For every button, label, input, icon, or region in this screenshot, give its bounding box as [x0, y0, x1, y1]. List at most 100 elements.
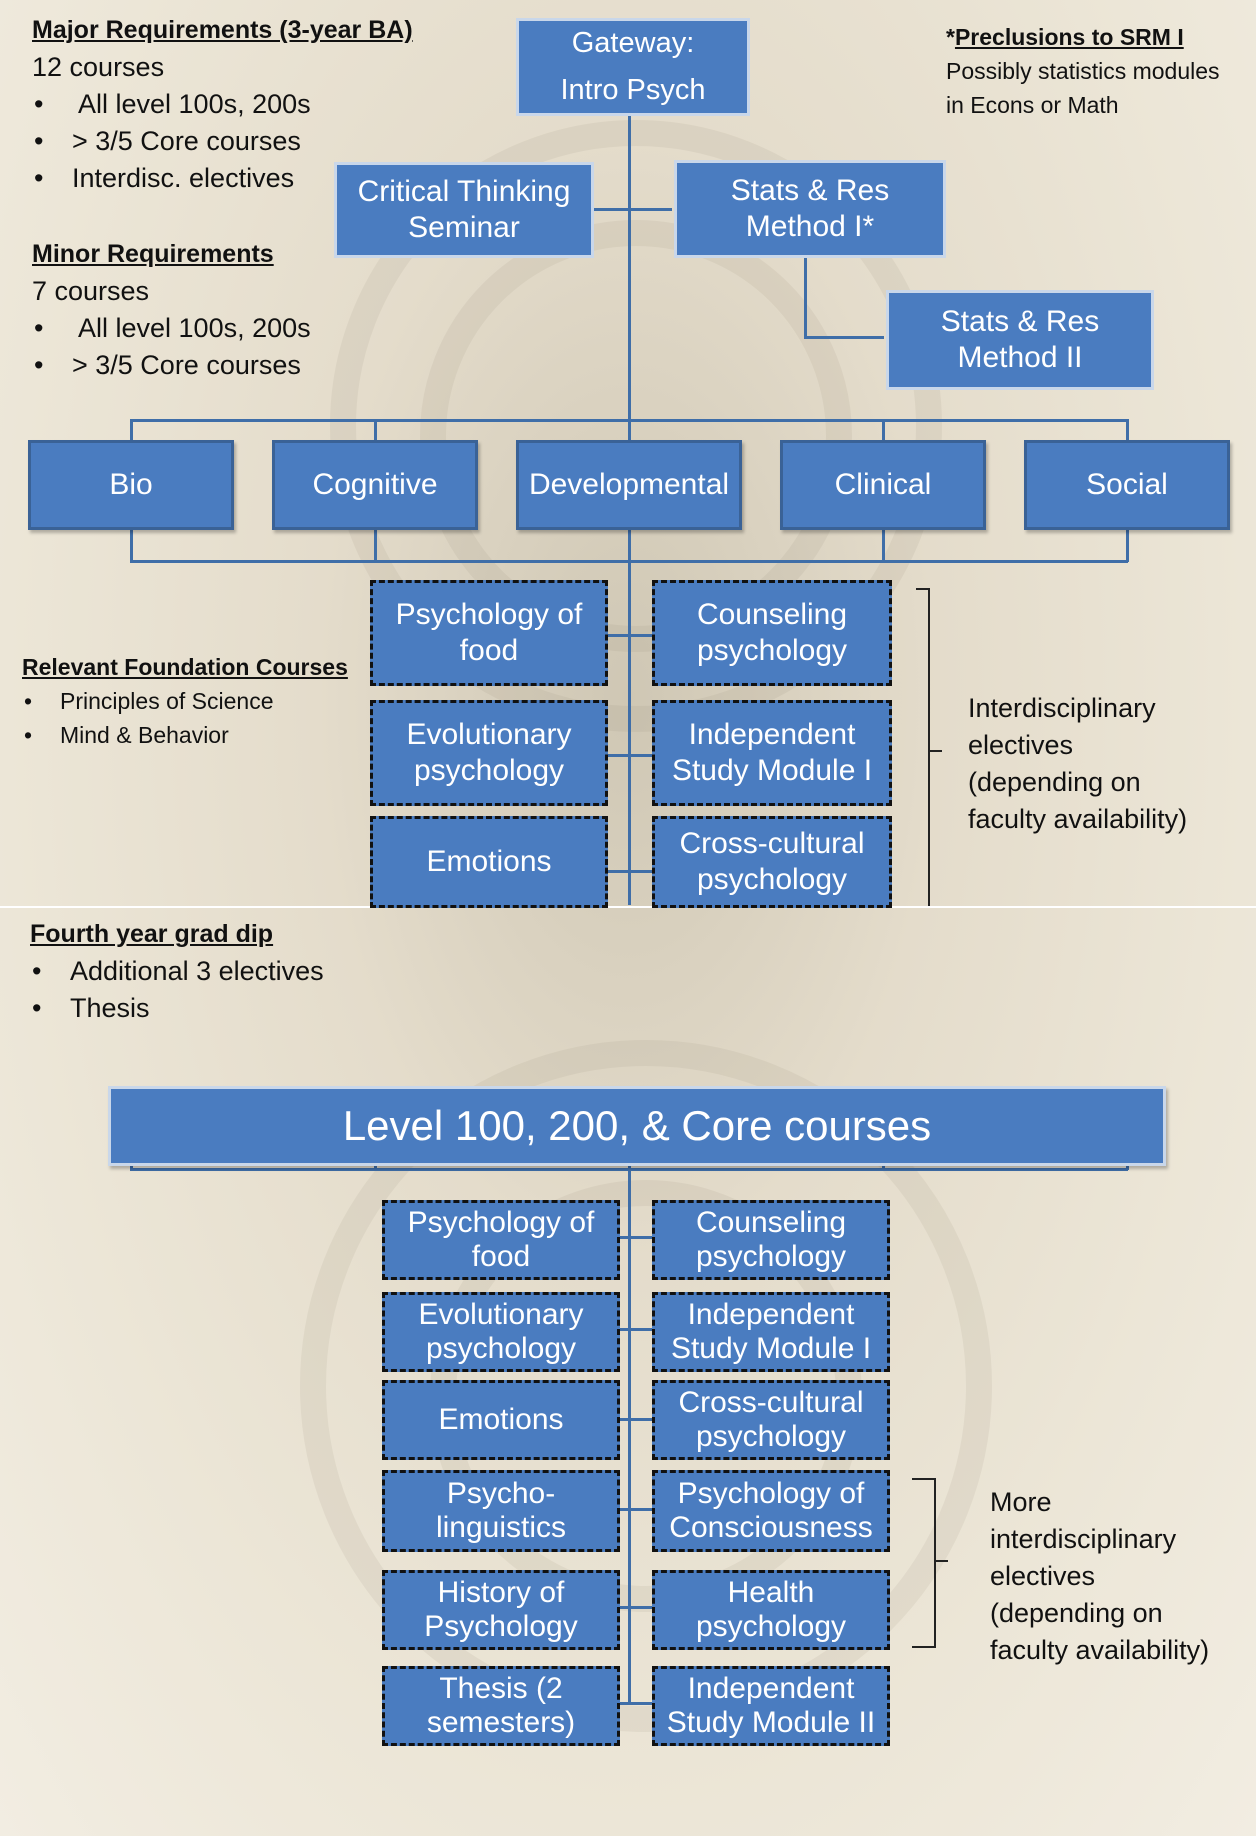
- connector-line: [804, 336, 884, 339]
- elective-line: Psychology of: [407, 1205, 595, 1239]
- panel-divider: [0, 906, 1256, 908]
- interdisciplinary-note: Interdisciplinary electives (depending o…: [968, 690, 1187, 838]
- stats-res-2-box: Stats & Res Method II: [886, 290, 1154, 390]
- minor-requirements-list: All level 100s, 200s > 3/5 Core courses: [32, 310, 462, 384]
- list-item: > 3/5 Core courses: [32, 347, 462, 384]
- elective-line: psychology: [696, 863, 848, 896]
- fourth-year: Fourth year grad dip Additional 3 electi…: [30, 916, 430, 1027]
- connector-line: [628, 1160, 631, 1704]
- elective-line: Counseling: [695, 1205, 847, 1239]
- connector-line: [608, 870, 652, 873]
- elective-line: psychology: [413, 754, 565, 787]
- preclusions-line: Possibly statistics modules: [946, 58, 1220, 84]
- core-label: Cognitive: [312, 468, 438, 501]
- list-item: Principles of Science: [22, 684, 372, 718]
- foundation-courses: Relevant Foundation Courses Principles o…: [22, 650, 372, 752]
- minor-requirements: Minor Requirements 7 courses All level 1…: [32, 236, 462, 384]
- list-item: All level 100s, 200s: [32, 86, 462, 123]
- elective-box: Psycho-linguistics: [382, 1470, 620, 1552]
- gateway-line1: Gateway:: [571, 27, 695, 60]
- core-box-cognitive: Cognitive: [272, 440, 478, 530]
- elective-line: Health: [727, 1575, 815, 1609]
- connector-line: [616, 1418, 652, 1421]
- elective-line: Emotions: [438, 1403, 564, 1436]
- elective-line: Independent: [688, 718, 856, 751]
- elective-line: Study Module II: [666, 1706, 876, 1739]
- elective-line: food: [459, 634, 519, 667]
- elective-line: semesters): [426, 1706, 576, 1739]
- more-electives-brace-tick: [934, 1560, 948, 1562]
- preclusions-heading: *Preclusions to SRM I: [946, 20, 1252, 54]
- core-label: Social: [1086, 468, 1168, 501]
- gateway-box: Gateway: Intro Psych: [516, 18, 750, 116]
- gateway-line2: Intro Psych: [560, 74, 706, 106]
- core-label: Bio: [109, 468, 153, 501]
- note-line: (depending on: [990, 1598, 1163, 1628]
- stats-res-1-line1: Stats & Res: [730, 174, 890, 207]
- elective-line: psychology: [696, 634, 848, 667]
- elective-line: Evolutionary: [418, 1297, 584, 1331]
- note-line: electives: [990, 1561, 1096, 1591]
- list-item: > 3/5 Core courses: [32, 123, 462, 160]
- list-item: All level 100s, 200s: [32, 310, 462, 347]
- foundation-courses-list: Principles of Science Mind & Behavior: [22, 684, 372, 752]
- stats-res-1-line2: Method I*: [745, 210, 875, 243]
- more-electives-brace: [912, 1478, 936, 1648]
- major-requirements-heading: Major Requirements (3-year BA): [32, 16, 413, 44]
- stats-res-2-line1: Stats & Res: [940, 305, 1100, 338]
- elective-line: Study Module I: [671, 754, 873, 787]
- preclusions-heading-text: Preclusions to SRM I: [954, 24, 1184, 50]
- elective-line: Thesis (2: [439, 1671, 563, 1705]
- elective-line: Psycho-: [446, 1476, 556, 1510]
- note-line: (depending on: [968, 767, 1141, 797]
- note-line: Interdisciplinary: [968, 693, 1156, 723]
- fourth-year-heading: Fourth year grad dip: [30, 920, 274, 948]
- connector-line: [616, 1508, 652, 1511]
- major-requirements: Major Requirements (3-year BA) 12 course…: [32, 12, 462, 197]
- elective-line: Emotions: [426, 845, 552, 878]
- core-box-developmental: Developmental: [516, 440, 742, 530]
- elective-line: Independent: [687, 1297, 855, 1331]
- minor-requirements-heading: Minor Requirements: [32, 240, 274, 268]
- electives-brace: [916, 588, 930, 906]
- elective-box: Emotions: [370, 816, 608, 908]
- note-line: faculty availability): [990, 1635, 1210, 1665]
- list-item: Additional 3 electives: [30, 953, 430, 990]
- elective-line: psychology: [695, 1610, 847, 1643]
- more-interdisciplinary-note: More interdisciplinary electives (depend…: [990, 1484, 1209, 1669]
- elective-line: Psychology of: [677, 1476, 865, 1510]
- connector-line: [616, 1702, 652, 1705]
- stats-res-1-box: Stats & Res Method I*: [674, 160, 946, 258]
- elective-line: Study Module I: [670, 1332, 872, 1365]
- level-banner-label: Level 100, 200, & Core courses: [342, 1101, 932, 1149]
- elective-line: food: [471, 1240, 531, 1273]
- minor-requirements-count: 7 courses: [32, 276, 150, 306]
- elective-box: Emotions: [382, 1380, 620, 1460]
- elective-line: Counseling: [696, 598, 848, 631]
- major-requirements-count: 12 courses: [32, 52, 165, 82]
- critical-thinking-line2: Seminar: [408, 211, 520, 244]
- elective-line: Independent: [687, 1671, 855, 1705]
- core-box-clinical: Clinical: [780, 440, 986, 530]
- core-label: Clinical: [834, 468, 932, 501]
- list-item: Mind & Behavior: [22, 718, 372, 752]
- note-line: More: [990, 1487, 1052, 1517]
- connector-line: [130, 560, 1128, 563]
- connector-line: [616, 1236, 652, 1239]
- core-box-bio: Bio: [28, 440, 234, 530]
- elective-line: psychology: [425, 1332, 577, 1365]
- connector-line: [616, 1328, 652, 1331]
- electives-brace-tick: [928, 750, 942, 752]
